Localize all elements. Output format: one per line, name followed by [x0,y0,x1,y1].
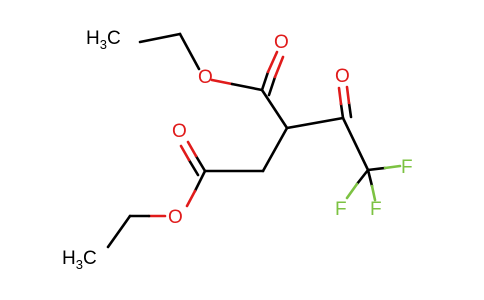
bond-c-o-double-top-a [260,70,270,92]
bond-ketone-o-b [347,101,353,119]
bond-ketone-cf3 [341,116,370,172]
bond-o-c-top-c-part [230,82,264,92]
fluorine-bottom-right: F [370,199,382,220]
oxygen-carbonyl-top: O [274,32,289,53]
oxygen-carbonyl-bottom: O [172,121,187,142]
bond-c-o-double-bottom-b-o [179,144,191,162]
bond-c-o-double-top-b-o [273,55,285,79]
bond-ch3-ch2-top [138,32,182,44]
bond-cf3-f-bl-f [345,182,359,200]
bond-c-o-double-top-a-o [266,50,279,74]
oxygen-ester-top: O [198,67,213,88]
bond-ketone-o-b-o [345,85,351,105]
fluorine-bottom-left: F [335,199,347,220]
methyl-label-bottom: H3C [62,248,97,272]
bond-c-o-double-bottom-a [194,154,207,173]
bond-c-o-double-bottom-a-o [186,140,198,158]
bond-cf3-f-right-f [383,164,402,170]
bond-c-o-double-bottom-b [187,158,200,177]
bond-ketone-o-a [339,102,345,120]
bond-c-o-bottom-o-part [185,189,197,208]
bond-c-o-double-top-b [267,75,277,97]
bond-ch2-ch3-bottom [106,214,132,249]
bond-cf3-f-br-f [370,184,377,202]
bond-cf3-f-bl-c [355,168,370,186]
methyl-label-top: H3C [86,28,121,52]
bond-ch-ch2 [261,126,289,173]
bond-cf3-f-br-c [366,168,374,188]
bonds [106,32,402,249]
oxygen-ester-bottom: O [168,207,183,228]
bond-c-o-bottom-c-part [193,169,207,193]
fluorine-right: F [401,157,413,178]
bond-ketone-o-a-o [337,86,343,106]
bond-ch-ketone [285,116,345,130]
bond-cf3-f-right-c [366,166,387,172]
atom-labels: H3C O O O O O F F F H3C [62,28,413,272]
bond-o-c-top-o-part [210,78,234,86]
oxygen-ketone: O [335,66,350,87]
bond-ch2-o-top [178,32,201,71]
bond-c-ch [260,88,289,130]
